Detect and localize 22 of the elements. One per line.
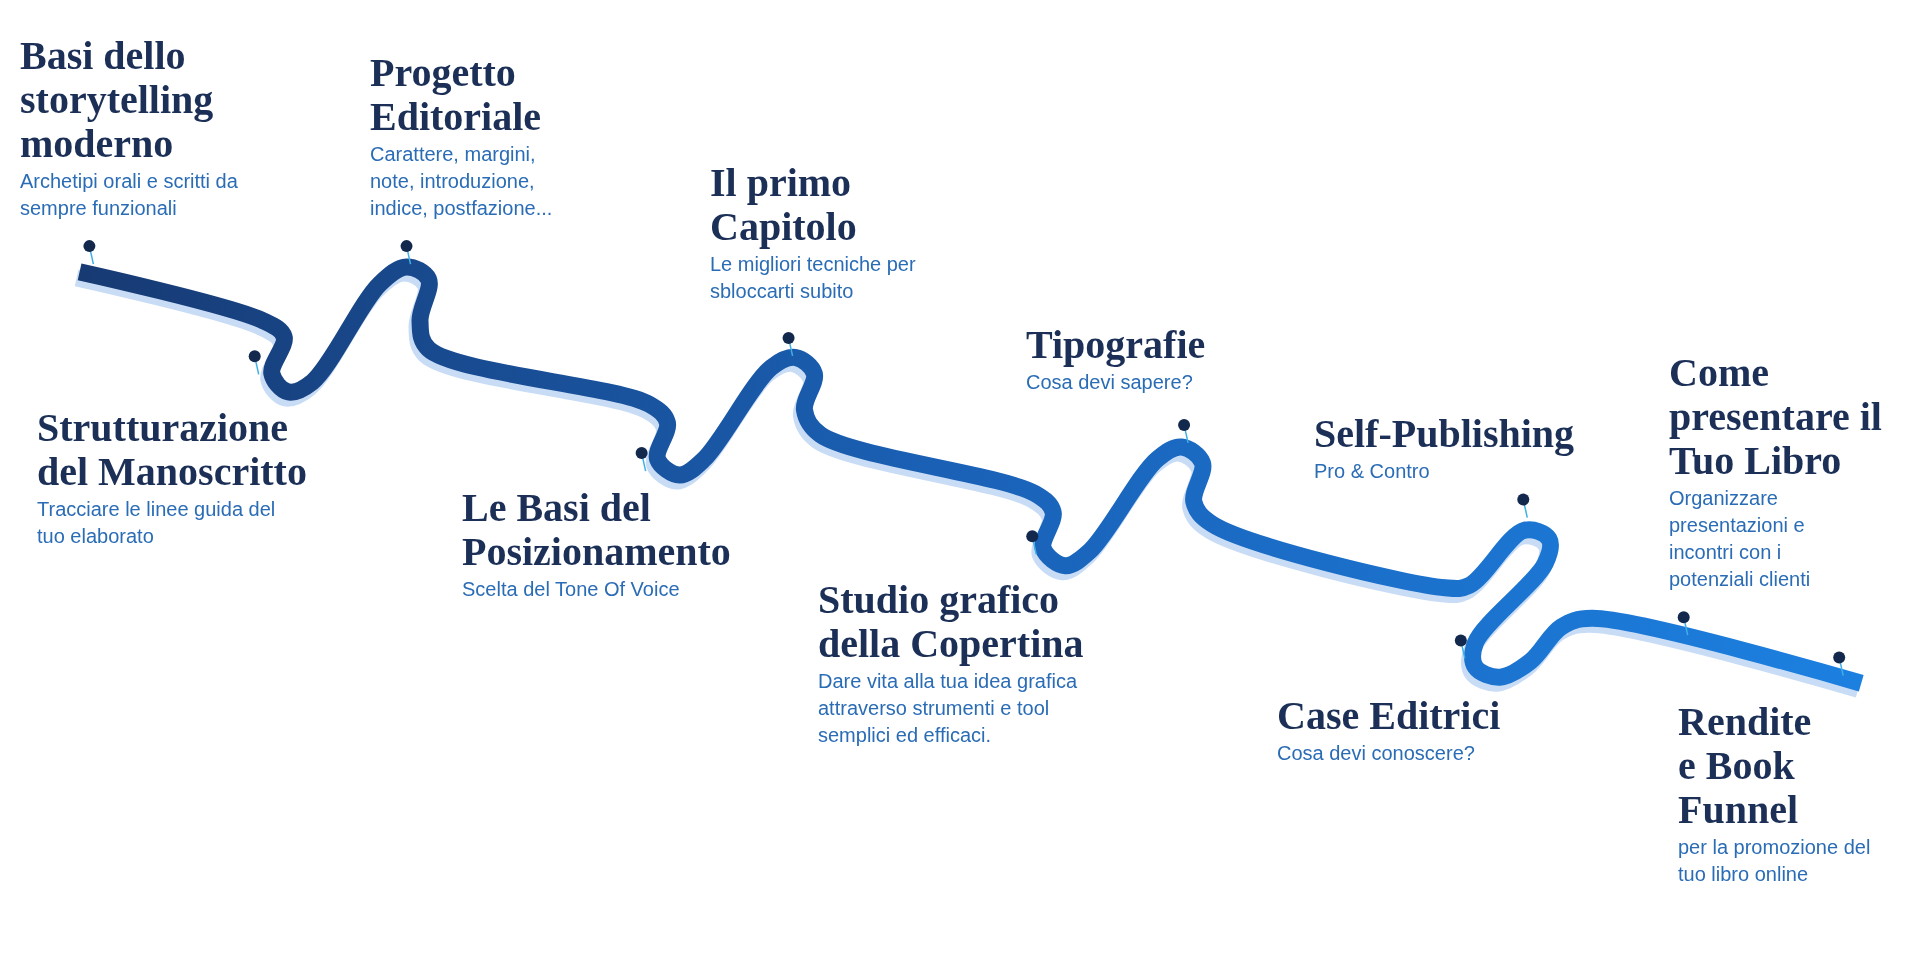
milestone-description: Le migliori tecniche per sbloccarti subito (710, 252, 917, 304)
milestone-title: Progetto Editoriale (370, 51, 543, 139)
milestone-title: Basi dello storytelling moderno (20, 34, 215, 166)
milestone-title: Le Basi del Posizionamento (462, 486, 732, 574)
milestone-description: Organizzare presentazioni e incontri con i potenziali clienti (1669, 486, 1812, 592)
milestone-description: Tracciare le linee guida del tuo elaborato (37, 497, 277, 549)
milestone-description: Cosa devi sapere? (1026, 370, 1194, 395)
milestone-title: Come presentare il Tuo Libro (1669, 351, 1883, 483)
milestone-title: Rendite e Book Funnel (1678, 700, 1813, 832)
milestone-description: Pro & Contro (1314, 459, 1431, 484)
milestone-description: Scelta del Tone Of Voice (462, 577, 681, 602)
milestone-title: Tipografie (1026, 323, 1207, 367)
milestone-description: Archetipi orali e scritti da sempre funzionali (20, 169, 239, 221)
milestone-title: Studio grafico della Copertina (818, 578, 1085, 666)
milestone-title: Strutturazione del Manoscritto (37, 406, 308, 494)
milestone-description: Carattere, margini, note, introduzione, indice, postfazione... (370, 142, 554, 221)
milestone-title: Case Editrici (1277, 694, 1502, 738)
milestone-description: Cosa devi conoscere? (1277, 741, 1476, 766)
milestone-description: per la promozione del tuo libro online (1678, 835, 1872, 887)
milestone-description: Dare vita alla tua idea grafica attraverso strumenti e tool semplici ed efficaci. (818, 669, 1079, 748)
milestone-title: Il primo Capitolo (710, 161, 858, 249)
milestone-title: Self-Publishing (1314, 412, 1576, 456)
